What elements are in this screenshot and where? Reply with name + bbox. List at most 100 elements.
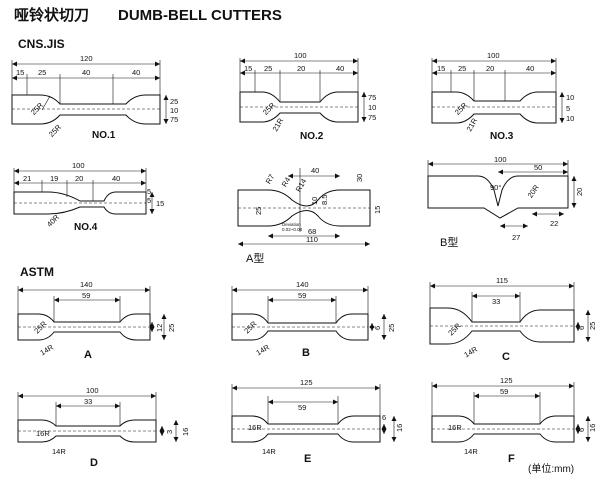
section-astm: ASTM <box>20 265 54 279</box>
dim-no2-h3: 75 <box>368 113 376 122</box>
dim-btype-w1: 27 <box>512 233 520 242</box>
dim-c-r2: 14R <box>463 344 480 359</box>
dim-no4-h2: 5 <box>147 196 151 205</box>
dim-no1-seg-1: 15 <box>16 68 24 77</box>
dim-no3-seg-4: 40 <box>526 64 534 73</box>
cutter-astm-b: 140 59 25R 14R 6 25 B <box>231 280 396 359</box>
label-astm-c: C <box>502 351 510 363</box>
dim-no3-seg-1: 15 <box>437 64 445 73</box>
dim-no4-seg-2: 19 <box>50 174 58 183</box>
dim-btype-total: 100 <box>494 155 507 164</box>
dim-b-h2: 25 <box>387 324 396 332</box>
dim-d-total: 100 <box>86 386 99 395</box>
cutter-type-b: 100 50 90° 20R 20 27 22 B型 <box>427 155 584 249</box>
dim-atype-h5: 30 <box>355 174 364 182</box>
dim-f-r2: 14R <box>464 447 478 456</box>
dim-no3-r2: 21R <box>465 116 480 133</box>
dim-no1-h3: 75 <box>170 115 178 124</box>
label-astm-e: E <box>304 453 311 465</box>
label-no3: NO.3 <box>490 131 514 142</box>
dim-d-r1: 16R <box>36 429 50 438</box>
label-astm-f: F <box>508 453 515 465</box>
atype-note-2: 0.02~0.08 <box>282 227 303 232</box>
dim-atype-r2: R4 <box>280 176 293 189</box>
dim-a-inner: 59 <box>82 291 90 300</box>
cutter-no4: 100 21 19 20 40 40R 5 5 15 NO.4 <box>13 161 164 233</box>
cutter-astm-c: 115 33 25R 14R 6 25 C <box>429 276 597 363</box>
dim-f-r1: 16R <box>448 423 462 432</box>
dim-no2-h2: 10 <box>368 103 376 112</box>
dim-e-total: 125 <box>300 378 313 387</box>
dim-no4-h1: 5 <box>147 187 151 196</box>
dim-d-h2: 16 <box>181 428 190 436</box>
title-cn: 哑铃状切刀 <box>14 6 89 24</box>
dim-atype-w2: 110 <box>306 235 318 244</box>
dim-f-inner: 59 <box>500 387 508 396</box>
dim-a-h2: 25 <box>167 324 176 332</box>
dim-no1-r2: 25R <box>47 122 64 139</box>
dim-no1-seg-4: 40 <box>132 68 140 77</box>
section-cns-jis: CNS.JIS <box>18 37 65 51</box>
dim-e-h1: 6 <box>382 413 386 422</box>
label-no2: NO.2 <box>300 131 324 142</box>
dim-no3-h1: 10 <box>566 93 574 102</box>
dim-a-r2: 14R <box>39 342 56 357</box>
dim-a-r1: 25R <box>32 319 49 336</box>
dim-no1-seg-3: 40 <box>82 68 90 77</box>
dim-no2-seg-3: 20 <box>297 64 305 73</box>
dim-d-inner: 33 <box>84 397 92 406</box>
dim-no3-h3: 10 <box>566 114 574 123</box>
dim-no3-r1: 25R <box>453 100 470 117</box>
dim-no3-seg-3: 20 <box>486 64 494 73</box>
dim-no3-h2: 5 <box>566 104 570 113</box>
dim-no2-seg-1: 15 <box>244 64 252 73</box>
cutter-no3: 100 15 25 20 40 25R 21R 10 5 10 NO.3 <box>431 51 574 142</box>
label-astm-a: A <box>84 349 92 361</box>
dim-e-r1: 16R <box>248 423 262 432</box>
dim-c-h1: 6 <box>577 326 586 330</box>
cutter-astm-d: 100 33 16R 14R 3 16 D <box>17 386 190 469</box>
label-astm-b: B <box>302 347 310 359</box>
dim-d-r2: 14R <box>52 447 66 456</box>
dim-no1-r1: 25R <box>29 100 46 117</box>
dim-a-total: 140 <box>80 280 93 289</box>
dim-no4-h3: 15 <box>156 199 164 208</box>
dim-no2-r1: 25R <box>261 100 278 117</box>
dim-e-r2: 14R <box>262 447 276 456</box>
label-type-b: B型 <box>440 235 458 249</box>
dim-c-h2: 25 <box>588 322 597 330</box>
dim-c-r1: 25R <box>446 321 463 338</box>
title-en: DUMB-BELL CUTTERS <box>118 7 282 24</box>
dim-btype-w2: 22 <box>550 219 558 228</box>
dim-f-total: 125 <box>500 376 513 385</box>
dim-atype-h3: 8.5 <box>320 195 329 205</box>
label-type-a: A型 <box>246 251 264 265</box>
dim-f-h1: 6 <box>577 428 586 432</box>
dim-no1-h1: 25 <box>170 97 178 106</box>
cutter-type-a: 40 R7 R4 R14 25 10 8.5 15 30 Deviation 0… <box>237 166 382 265</box>
cutter-astm-e: 125 59 16R 14R 6 16 E <box>231 378 404 465</box>
dim-btype-r1: 20R <box>526 183 542 200</box>
dim-c-total: 115 <box>496 276 508 285</box>
dim-c-inner: 33 <box>492 297 500 306</box>
dim-no4-r1: 40R <box>45 212 62 229</box>
dim-b-r1: 25R <box>242 319 259 336</box>
dim-d-h1: 3 <box>165 430 174 434</box>
dim-no2-total: 100 <box>294 51 307 60</box>
dim-no1-h2: 10 <box>170 106 178 115</box>
dim-no3-seg-2: 25 <box>458 64 466 73</box>
dim-no4-seg-1: 21 <box>23 174 31 183</box>
dim-no4-seg-4: 40 <box>112 174 120 183</box>
dim-b-inner: 59 <box>298 291 306 300</box>
dim-f-h2: 16 <box>588 424 597 432</box>
dim-no2-seg-4: 40 <box>336 64 344 73</box>
atype-note-1: Deviation <box>282 222 301 227</box>
dim-btype-h: 20 <box>575 188 584 196</box>
dim-e-inner: 59 <box>298 403 306 412</box>
dim-no1-seg-2: 25 <box>38 68 46 77</box>
dim-atype-r3: R14 <box>294 177 309 193</box>
dim-no4-seg-3: 20 <box>75 174 83 183</box>
dim-no4-total: 100 <box>72 161 85 170</box>
dim-atype-h2: 10 <box>310 197 319 205</box>
